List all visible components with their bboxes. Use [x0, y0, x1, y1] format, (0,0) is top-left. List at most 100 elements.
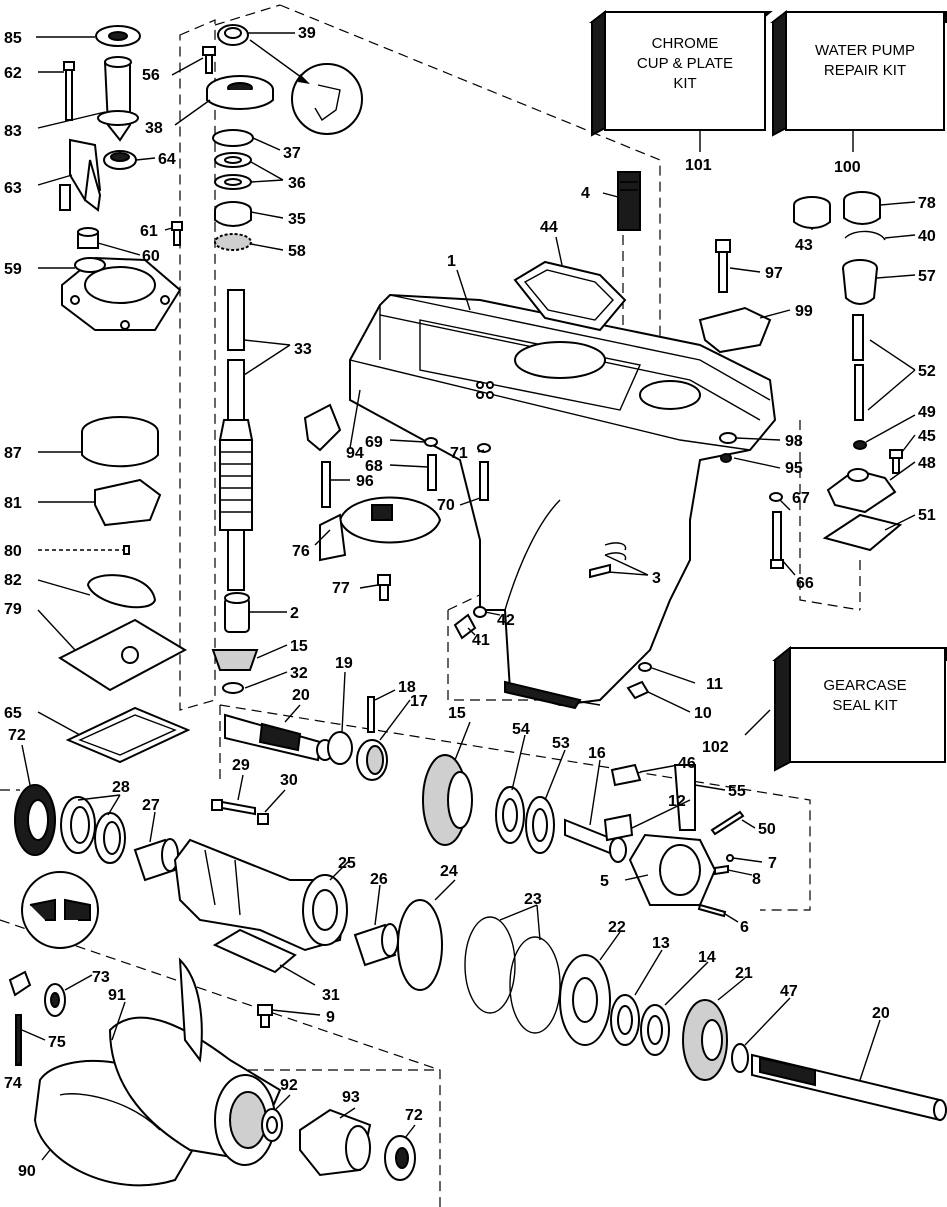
part-23-retaining-rings — [464, 916, 561, 1034]
callout-90: 90 — [18, 1163, 36, 1180]
callout-95: 95 — [785, 460, 803, 477]
callout-51: 51 — [918, 507, 936, 524]
part-80-key — [123, 545, 130, 555]
callout-42: 42 — [497, 612, 515, 629]
part-31-plate — [212, 928, 297, 974]
part-72-thrust — [384, 1135, 416, 1181]
gearcase-housing — [349, 293, 777, 710]
callout-91: 91 — [108, 987, 126, 1004]
part-55-lever — [673, 764, 696, 831]
part-22-plate — [559, 954, 611, 1046]
part-25-bearing-housing — [173, 838, 348, 952]
callout-63: 63 — [4, 180, 22, 197]
part-96-bolt — [321, 461, 331, 508]
part-77-screw — [377, 574, 391, 601]
part-50-pin — [710, 810, 745, 836]
part-62-bolt — [63, 61, 75, 121]
part-71-washer — [477, 443, 491, 453]
callout-5: 5 — [600, 873, 609, 890]
part-46-clip — [610, 763, 642, 787]
part-43-cap — [793, 196, 831, 229]
callout-31: 31 — [322, 987, 340, 1004]
part-99-anode — [698, 306, 772, 354]
callout-53: 53 — [552, 735, 570, 752]
part-19-ring — [327, 731, 353, 765]
part-78-cap — [843, 191, 881, 225]
part-11-10-fittings — [626, 662, 652, 700]
callout-70: 70 — [437, 497, 455, 514]
part-58-bearing — [214, 233, 252, 251]
part-6-pin — [697, 903, 727, 918]
part-73-washer — [44, 983, 66, 1017]
part-92-spacer — [261, 1108, 283, 1142]
callout-74: 74 — [4, 1075, 22, 1092]
part-29-bolt — [211, 799, 256, 816]
part-20-prop-shaft — [751, 1053, 947, 1122]
kit-box-chrome: CHROME CUP & PLATE KIT 101 — [589, 9, 773, 174]
callout-40: 40 — [918, 228, 936, 245]
callout-36: 36 — [288, 175, 306, 192]
part-97-bolt — [715, 239, 731, 293]
callout-8: 8 — [752, 871, 761, 888]
part-47-washer — [731, 1043, 749, 1073]
part-35-bearing — [214, 201, 252, 227]
kit-chrome-number: 101 — [685, 157, 712, 174]
callout-10: 10 — [694, 705, 712, 722]
callout-28: 28 — [112, 779, 130, 796]
callout-98: 98 — [785, 433, 803, 450]
callout-65: 65 — [4, 705, 22, 722]
callout-29: 29 — [232, 757, 250, 774]
callout-81: 81 — [4, 495, 22, 512]
part-48-cover — [826, 468, 897, 514]
part-13-washer — [610, 994, 640, 1046]
callout-2: 2 — [290, 605, 299, 622]
kit-box-gearcase: GEARCASE SEAL KIT 102 — [702, 645, 947, 772]
callout-21: 21 — [735, 965, 753, 982]
callout-3: 3 — [652, 570, 661, 587]
callout-37: 37 — [283, 145, 301, 162]
part-26-bearing — [353, 923, 399, 967]
part-93-hub — [299, 1108, 372, 1177]
part-28-detail — [21, 871, 99, 949]
part-39-seal — [217, 24, 249, 46]
callout-67: 67 — [792, 490, 810, 507]
callout-7: 7 — [768, 855, 777, 872]
part-4-block — [617, 171, 641, 231]
kit-gearcase-line-1: GEARCASE — [823, 677, 906, 694]
callout-85: 85 — [4, 30, 22, 47]
part-87-ring — [81, 416, 159, 468]
part-49-oring — [853, 440, 867, 450]
callout-20-prop: 20 — [872, 1005, 890, 1022]
part-32-nut — [222, 682, 244, 694]
callout-15-pinion: 15 — [290, 638, 308, 655]
callout-59: 59 — [4, 261, 22, 278]
callout-71: 71 — [450, 445, 468, 462]
callout-13: 13 — [652, 935, 670, 952]
part-59-pump-housing — [61, 256, 182, 331]
part-74-nut — [8, 970, 32, 997]
callout-46: 46 — [678, 755, 696, 772]
callout-55: 55 — [728, 783, 746, 800]
part-33-driveshaft — [218, 289, 254, 591]
part-81-impeller — [94, 478, 162, 527]
callout-27: 27 — [142, 797, 160, 814]
part-28-seals — [60, 796, 126, 864]
callout-82: 82 — [4, 572, 22, 589]
callout-62: 62 — [4, 65, 22, 82]
kit-pump-line-2: REPAIR KIT — [824, 62, 906, 79]
callout-39: 39 — [298, 25, 316, 42]
callout-57: 57 — [918, 268, 936, 285]
part-64-grommet — [103, 150, 137, 170]
callout-68: 68 — [365, 458, 383, 475]
callout-77: 77 — [332, 580, 350, 597]
part-51-gasket — [822, 513, 903, 552]
part-85-washer — [95, 25, 141, 47]
callout-54: 54 — [512, 721, 530, 738]
part-83-tube — [97, 56, 139, 142]
kit-chrome-line-1: CHROME — [652, 35, 719, 52]
callout-47: 47 — [780, 983, 798, 1000]
part-20-shaft-upper — [224, 713, 334, 762]
part-66-bolt — [770, 511, 784, 569]
part-9-screw — [257, 1004, 273, 1028]
part-54-washer — [495, 786, 525, 844]
